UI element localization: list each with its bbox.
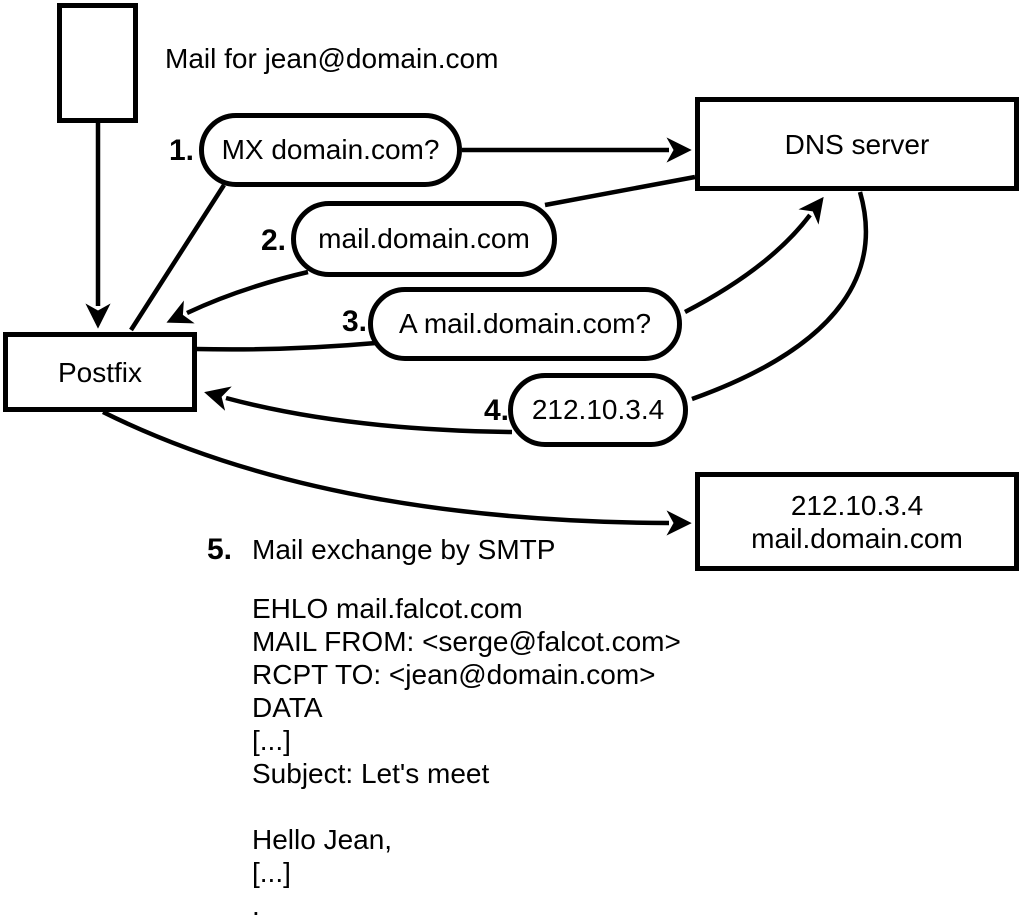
smtp-line: DATA	[252, 692, 323, 723]
arrow-pill3-to-dns	[683, 196, 824, 314]
step-1-pill: MX domain.com?	[199, 113, 462, 187]
smtp-line: [...]	[252, 857, 291, 888]
line-dns-to-pill2	[544, 174, 696, 208]
smtp-line	[252, 790, 681, 823]
node-postfix: Postfix	[3, 332, 197, 412]
step-2-pill: mail.domain.com	[291, 201, 557, 277]
mail-note: Mail for jean@domain.com	[165, 43, 499, 74]
step-4-label: 212.10.3.4	[531, 394, 665, 425]
smtp-line: [...]	[252, 725, 291, 756]
step-4-number: 4.	[484, 394, 510, 427]
smtp-line: MAIL FROM: <serge@falcot.com>	[252, 626, 681, 657]
node-mail-server-hostname: mail.domain.com	[751, 522, 963, 554]
step-2-number: 2.	[261, 224, 287, 257]
step-3-number: 3.	[342, 305, 368, 338]
line-dns-to-pill4	[691, 191, 869, 402]
smtp-line: EHLO mail.falcot.com	[252, 593, 523, 624]
arrow-pill4-to-postfix	[204, 386, 513, 435]
smtp-line: Hello Jean,	[252, 824, 393, 855]
step-3-label: A mail.domain.com?	[398, 308, 652, 339]
line-postfix-to-pill1	[129, 183, 226, 332]
smtp-session-transcript: EHLO mail.falcot.com MAIL FROM: <serge@f…	[252, 592, 681, 919]
step-5-label: Mail exchange by SMTP	[252, 534, 556, 565]
node-mail-server: 212.10.3.4 mail.domain.com	[695, 472, 1019, 571]
letter-icon	[57, 3, 138, 123]
step-5-number: 5.	[207, 533, 233, 566]
smtp-line: .	[252, 890, 260, 919]
step-1-number: 1.	[169, 134, 195, 167]
step-1-label: MX domain.com?	[221, 134, 440, 165]
smtp-line: RCPT TO: <jean@domain.com>	[252, 659, 656, 690]
step-4-pill: 212.10.3.4	[508, 373, 688, 447]
step-2-label: mail.domain.com	[318, 223, 530, 254]
step-3-pill: A mail.domain.com?	[368, 287, 682, 361]
arrow-postfix-to-mailserver	[101, 409, 692, 536]
smtp-line: Subject: Let's meet	[252, 758, 490, 789]
node-postfix-label: Postfix	[57, 356, 143, 388]
node-dns-server: DNS server	[695, 97, 1019, 191]
line-postfix-to-pill3	[195, 340, 377, 352]
arrow-pill2-to-postfix	[166, 269, 309, 324]
node-mail-server-ip: 212.10.3.4	[790, 489, 924, 521]
node-dns-server-label: DNS server	[784, 128, 930, 160]
